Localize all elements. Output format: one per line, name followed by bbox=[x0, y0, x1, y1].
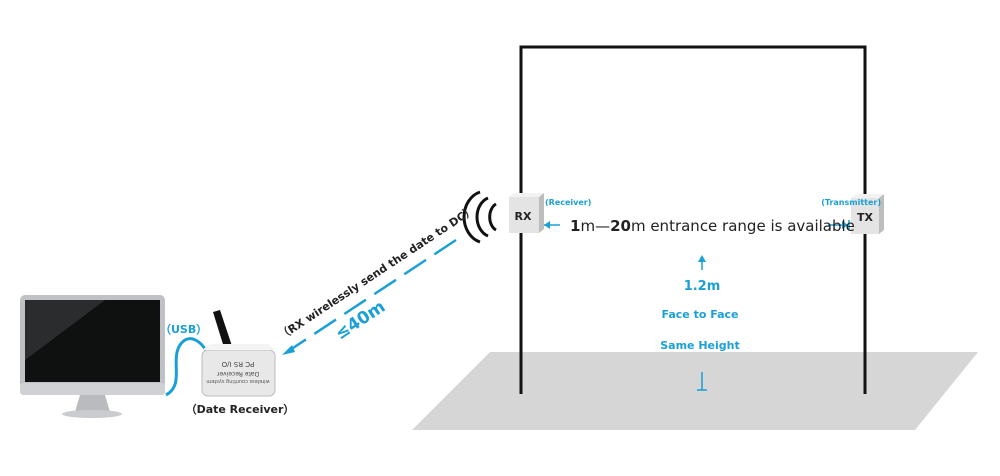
date-receiver-device: PC RS I/O Date Receiver wireless countin… bbox=[201, 310, 276, 397]
tx-sublabel: (Transmitter) bbox=[821, 198, 881, 207]
range-max-value: 20 bbox=[610, 217, 631, 235]
range-right-arrow bbox=[828, 220, 850, 230]
height-line-1: Face to Face bbox=[661, 308, 738, 321]
range-dash: — bbox=[595, 217, 610, 235]
range-left-arrow bbox=[544, 221, 560, 229]
height-arrow-bottom bbox=[697, 372, 707, 391]
range-max-unit: m bbox=[631, 217, 646, 235]
range-suffix: entrance range is available bbox=[646, 217, 855, 235]
range-min-unit: m bbox=[580, 217, 595, 235]
tx-device: TX bbox=[851, 194, 884, 234]
rx-device: RX bbox=[509, 193, 544, 233]
height-line-2: Same Height bbox=[660, 339, 740, 352]
receiver-panel-text-1: PC RS I/O bbox=[221, 360, 254, 368]
wifi-signal-icon bbox=[462, 190, 497, 244]
wireless-caption: （RX wirelessly send the date to DC） bbox=[276, 203, 477, 342]
range-text: 1m—20m entrance range is available bbox=[570, 217, 855, 235]
monitor-icon bbox=[20, 295, 165, 418]
range-min-value: 1 bbox=[570, 217, 580, 235]
antenna-icon bbox=[213, 310, 234, 354]
floor-plane bbox=[412, 352, 978, 430]
usb-label: （USB） bbox=[160, 323, 207, 336]
rx-label: RX bbox=[515, 210, 532, 223]
rx-sublabel: (Receiver) bbox=[545, 198, 591, 207]
height-value: 1.2m bbox=[684, 279, 721, 294]
usb-cable bbox=[165, 337, 210, 397]
tx-label: TX bbox=[857, 211, 874, 224]
wireless-dashed-line bbox=[282, 238, 457, 355]
receiver-caption: （Date Receiver） bbox=[186, 403, 295, 416]
height-arrow-top bbox=[698, 255, 706, 270]
receiver-panel-text-3: wireless counting system bbox=[206, 378, 269, 384]
receiver-panel-text-2: Date Receiver bbox=[216, 370, 259, 377]
